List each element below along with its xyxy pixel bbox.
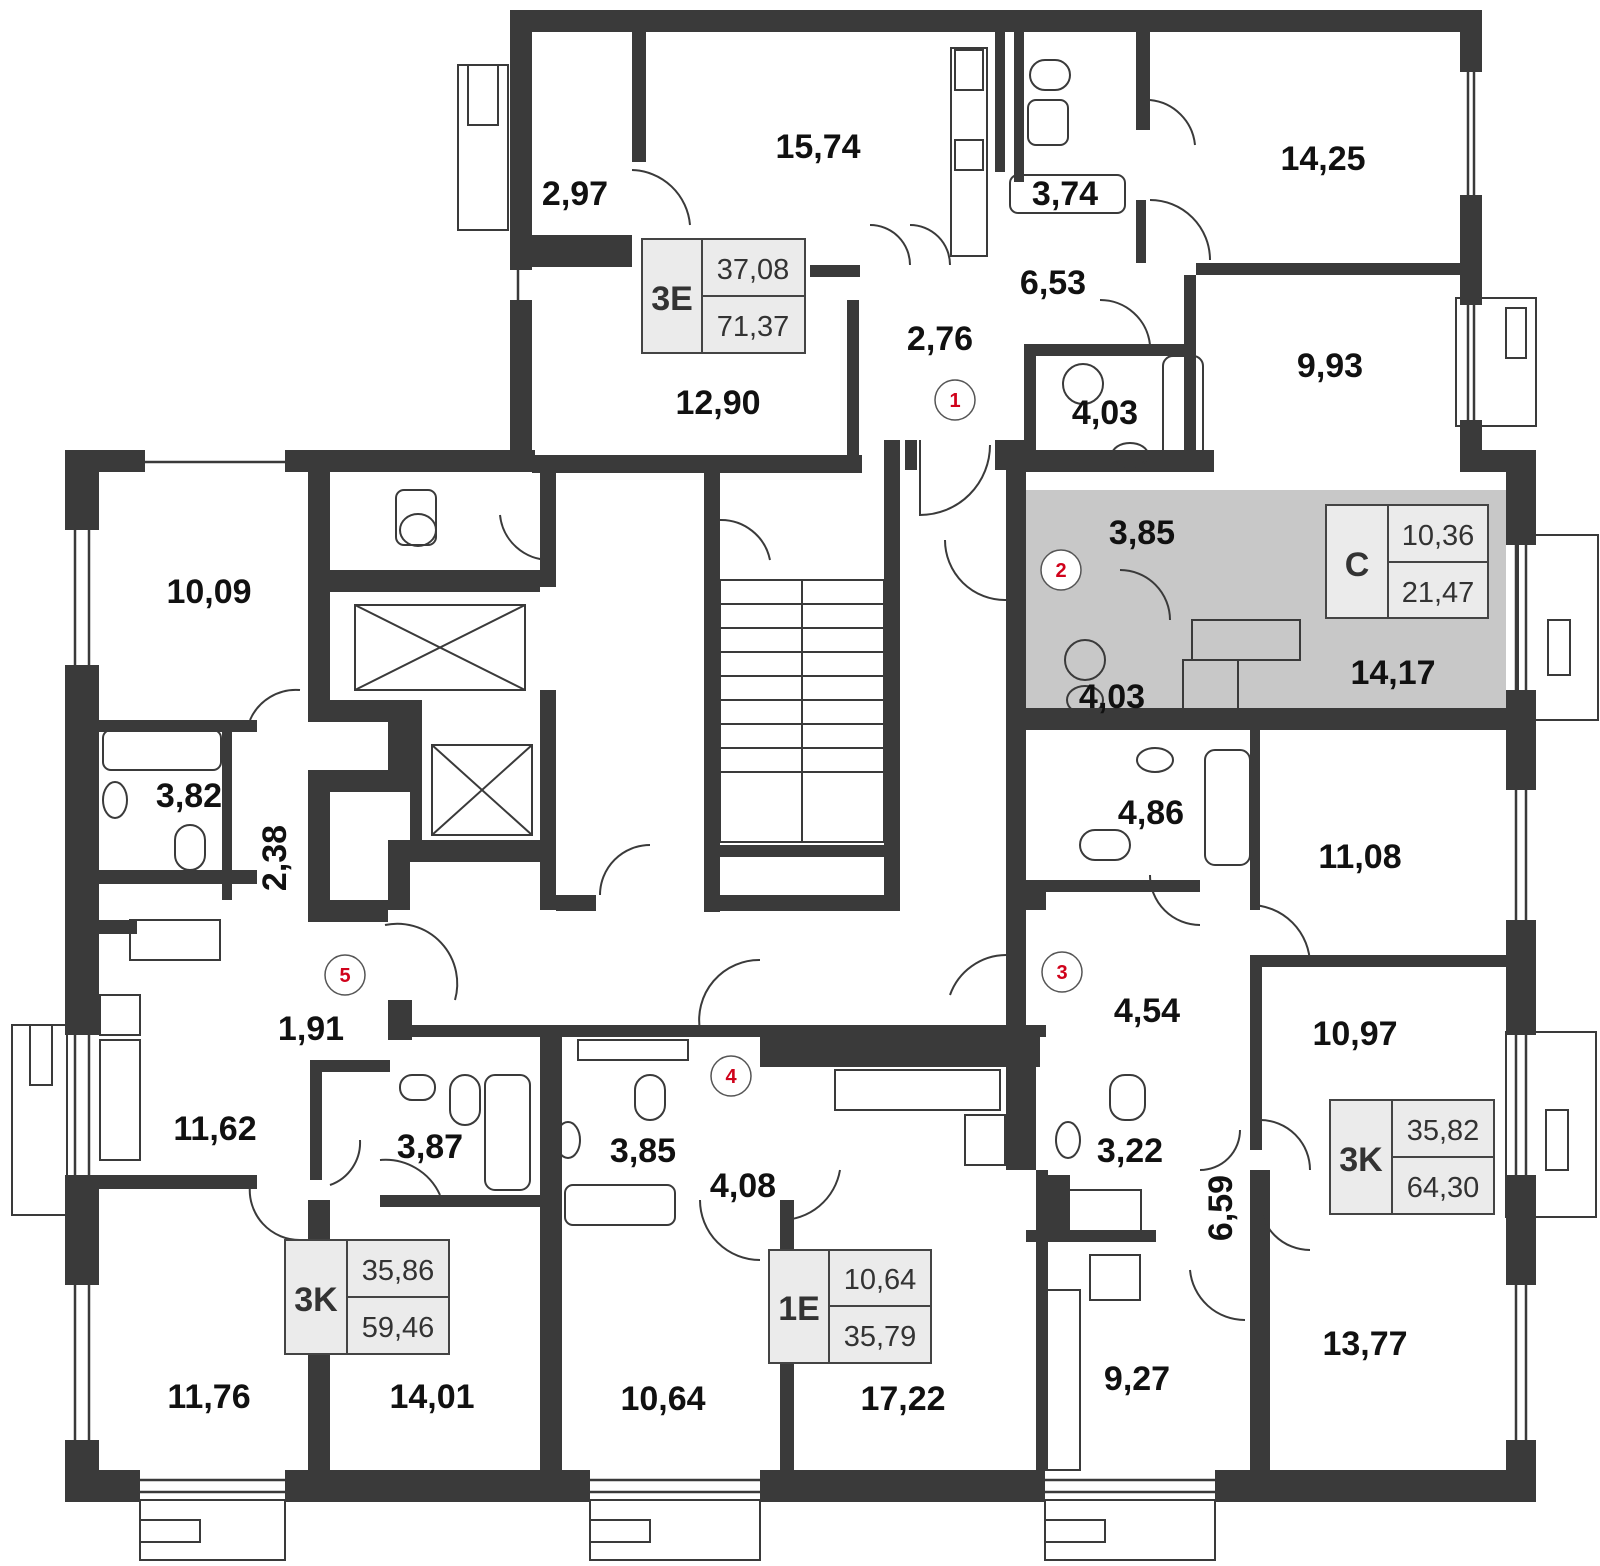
room-area: 10,64 [620, 1380, 705, 1418]
living-area: 10,36 [1402, 520, 1475, 552]
room-area: 9,93 [1297, 347, 1363, 385]
apartment-marker[interactable]: 3 [1041, 951, 1083, 993]
apartment-marker[interactable]: 2 [1040, 549, 1082, 591]
apartment-marker[interactable]: 4 [710, 1055, 752, 1097]
walls [65, 10, 1536, 1502]
room-labels: 2,97 15,74 3,74 14,25 6,53 2,76 12,90 4,… [156, 128, 1436, 1418]
room-area: 3,85 [1109, 514, 1175, 552]
room-area: 6,59 [1202, 1175, 1240, 1241]
total-area: 64,30 [1407, 1172, 1480, 1204]
apartment-tag[interactable]: 1E 10,64 35,79 [768, 1249, 932, 1364]
room-area: 9,27 [1104, 1360, 1170, 1398]
balconies [11, 64, 1599, 1561]
total-area: 35,79 [844, 1321, 917, 1353]
room-area: 15,74 [775, 128, 860, 166]
apartment-tag[interactable]: 3K 35,86 59,46 [284, 1239, 450, 1355]
room-area: 1,91 [278, 1010, 344, 1048]
marker-number: 1 [949, 390, 960, 412]
total-area: 21,47 [1402, 577, 1475, 609]
apartment-tag[interactable]: 3K 35,82 64,30 [1329, 1099, 1495, 1215]
room-area: 10,09 [166, 573, 251, 611]
windows [73, 72, 1528, 1494]
apartment-marker[interactable]: 5 [324, 954, 366, 996]
marker-number: 3 [1056, 962, 1067, 984]
apartment-code: 3E [651, 280, 693, 318]
apartment-markers: 1 2 3 4 5 [324, 379, 1083, 1097]
doors [248, 99, 1311, 1322]
room-area: 11,08 [1318, 838, 1401, 876]
staircase [719, 579, 885, 843]
room-area: 4,08 [710, 1167, 776, 1205]
room-area: 11,76 [167, 1378, 250, 1416]
apartment-code: 1E [778, 1290, 820, 1328]
room-area: 3,22 [1097, 1132, 1163, 1170]
room-area: 6,53 [1020, 264, 1086, 302]
room-area: 3,74 [1032, 175, 1098, 213]
room-area: 14,25 [1280, 140, 1365, 178]
room-area: 14,01 [389, 1378, 474, 1416]
marker-number: 2 [1055, 560, 1066, 582]
lift-shafts [354, 604, 533, 836]
living-area: 37,08 [717, 254, 790, 286]
apartment-code: С [1345, 546, 1370, 584]
room-area: 11,62 [173, 1110, 256, 1148]
living-area: 35,82 [1407, 1115, 1480, 1147]
room-area: 14,17 [1350, 654, 1435, 692]
marker-number: 5 [339, 965, 350, 987]
room-area: 12,90 [675, 384, 760, 422]
room-area: 4,86 [1118, 794, 1184, 832]
room-area: 2,38 [256, 825, 294, 891]
room-area: 17,22 [860, 1380, 945, 1418]
living-area: 10,64 [844, 1264, 917, 1296]
room-area: 2,76 [907, 320, 973, 358]
room-area: 4,54 [1114, 992, 1180, 1030]
room-area: 4,03 [1072, 394, 1138, 432]
marker-number: 4 [725, 1066, 737, 1088]
apartment-tag[interactable]: 3E 37,08 71,37 [641, 238, 806, 354]
fixtures [99, 47, 1301, 1471]
room-area: 3,87 [397, 1128, 463, 1166]
total-area: 59,46 [362, 1312, 435, 1344]
apartment-code: 3K [1339, 1141, 1383, 1179]
room-area: 13,77 [1322, 1325, 1407, 1363]
room-area: 10,97 [1312, 1015, 1397, 1053]
total-area: 71,37 [717, 311, 790, 343]
apartment-code: 3K [294, 1281, 338, 1319]
apartment-marker[interactable]: 1 [934, 379, 976, 421]
apartment-tag[interactable]: С 10,36 21,47 [1325, 504, 1489, 619]
room-area: 3,82 [156, 777, 222, 815]
room-area: 3,85 [610, 1132, 676, 1170]
room-area: 2,97 [542, 175, 608, 213]
living-area: 35,86 [362, 1255, 435, 1287]
room-area: 4,03 [1079, 678, 1145, 716]
